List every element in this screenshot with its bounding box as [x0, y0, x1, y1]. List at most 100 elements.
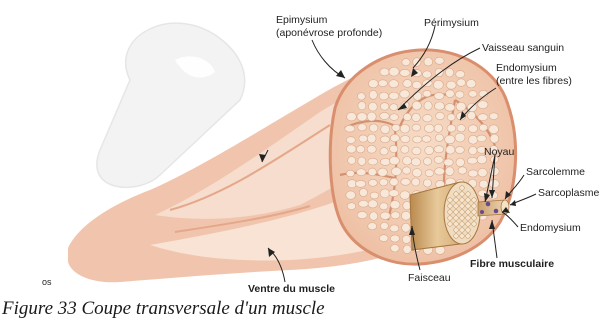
label-fibre-musculaire: Fibre musculaire: [470, 258, 554, 270]
fiber-cell: [477, 135, 486, 142]
fascicle-fiber-cell: [460, 234, 465, 239]
fiber-cell: [370, 192, 379, 199]
fiber-cell: [402, 235, 410, 243]
fiber-cell: [490, 134, 499, 143]
fiber-cell: [358, 157, 366, 165]
fascicle-fiber-cell: [472, 198, 477, 203]
fiber-cell: [368, 179, 377, 186]
fiber-cell: [436, 112, 445, 120]
fascicle-fiber-cell: [454, 198, 459, 203]
fiber-cell: [445, 104, 455, 112]
fiber-cell: [422, 71, 431, 78]
fascicle-fiber-cell: [448, 204, 453, 209]
fiber-cell: [424, 101, 432, 110]
fiber-cell: [357, 211, 367, 218]
label-perimysium: Périmysium: [424, 17, 479, 29]
fiber-cell: [347, 203, 356, 210]
fiber-cell: [413, 136, 422, 143]
fascicle-fiber-cell: [466, 192, 471, 197]
label-epimysium: Epimysium: [276, 14, 327, 26]
fiber-cell: [356, 146, 364, 153]
fascicle-fiber-cell: [460, 192, 465, 197]
fiber-cell: [401, 136, 410, 143]
fiber-cell: [400, 90, 410, 98]
fiber-cell: [412, 81, 421, 89]
fascicle-fiber-cell: [472, 210, 477, 215]
fiber-cell: [412, 124, 421, 131]
fiber-cell: [389, 190, 399, 197]
fiber-cell: [445, 68, 453, 77]
fiber-cell: [358, 200, 368, 207]
fiber-cell: [392, 124, 400, 131]
fiber-cell: [379, 179, 388, 186]
fascicle-fiber-cell: [472, 222, 477, 227]
fiber-cell: [390, 104, 398, 111]
fiber-cell: [348, 157, 356, 165]
fiber-cell: [402, 223, 411, 232]
fiber-cell: [489, 125, 499, 134]
fiber-cell: [466, 79, 476, 87]
label-noyau: Noyau: [484, 146, 514, 158]
fiber-cell: [403, 113, 411, 121]
fiber-cell: [434, 102, 444, 110]
fiber-cell: [455, 146, 464, 153]
label-epimysium-sub: (aponévrose profonde): [276, 27, 382, 39]
fascicle-fiber-cell: [466, 222, 471, 227]
fiber-cell: [400, 69, 410, 76]
label-endomysium-fiber: Endomysium: [520, 222, 581, 234]
fiber-cell: [380, 212, 390, 220]
fascicle-fiber-cell: [466, 210, 471, 215]
fiber-cell: [403, 245, 411, 253]
fiber-cell: [424, 57, 433, 65]
fiber-cell: [380, 158, 390, 165]
fiber-cell: [446, 81, 456, 89]
fiber-cell: [445, 167, 454, 176]
fiber-cell: [411, 158, 420, 166]
fiber-cell: [390, 225, 399, 232]
fascicle-fiber-cell: [454, 192, 459, 197]
fiber-cell: [358, 124, 367, 131]
fiber-cell: [467, 111, 475, 119]
fascicle-fiber-cell: [454, 204, 459, 209]
figure-caption: Figure 33 Coupe transversale d'un muscle: [2, 298, 325, 320]
fiber-cell: [367, 112, 376, 121]
fiber-cell: [435, 57, 444, 64]
fiber-cell: [400, 191, 410, 200]
fiber-cell: [444, 159, 453, 166]
label-os: os: [42, 276, 52, 288]
fiber-cell: [401, 211, 410, 220]
fiber-cell: [457, 79, 466, 86]
fiber-cell: [389, 92, 399, 99]
fiber-cell: [413, 58, 421, 67]
fiber-cell: [367, 134, 376, 143]
fascicle-fiber-cell: [448, 198, 453, 203]
fiber-cell: [489, 180, 499, 188]
fiber-cell: [403, 80, 412, 88]
fiber-cell: [389, 80, 399, 88]
fiber-cell: [346, 191, 356, 199]
fascicle-fiber-cell: [454, 234, 459, 239]
fiber-cell: [412, 101, 421, 110]
fascicle-fiber-cell: [460, 210, 465, 215]
fiber-cell: [479, 124, 487, 131]
fiber-cell: [358, 102, 366, 110]
fiber-cell: [346, 145, 356, 153]
label-endomysium: Endomysium: [496, 62, 557, 74]
fiber-cell: [446, 90, 455, 98]
label-sarcolemme: Sarcolemme: [526, 166, 585, 178]
nucleus: [494, 209, 499, 214]
fiber-cell: [378, 168, 388, 176]
fiber-cell: [380, 148, 388, 155]
fiber-cell: [381, 125, 390, 134]
fiber-cell: [447, 125, 456, 132]
fiber-cell: [412, 178, 420, 186]
fiber-cell: [403, 201, 411, 209]
fiber-cell: [445, 135, 455, 144]
fiber-cell: [390, 235, 399, 242]
fiber-cell: [355, 180, 365, 187]
fascicle-fiber-cell: [466, 198, 471, 203]
fiber-cell: [401, 146, 409, 154]
label-faisceau: Faisceau: [408, 272, 451, 284]
fascicle-fiber-cell: [466, 204, 471, 209]
fiber-cell: [455, 133, 465, 142]
